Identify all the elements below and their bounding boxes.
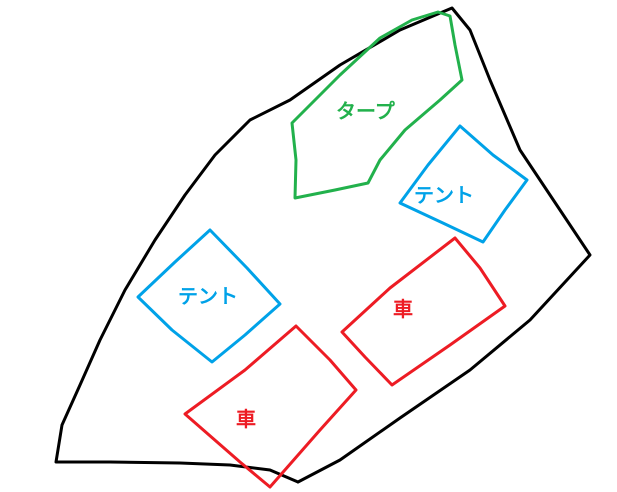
- car-lower-label: 車: [236, 407, 256, 431]
- tent-left-label: テント: [178, 284, 238, 308]
- car-upper-outline: [340, 236, 507, 387]
- car-lower-outline: [183, 324, 358, 489]
- tarp-area-outline: [290, 10, 464, 200]
- car-upper-label: 車: [393, 297, 413, 321]
- tent-left-outline: [136, 228, 282, 364]
- tent-upper-label: テント: [414, 183, 474, 207]
- tarp-label: タープ: [336, 99, 396, 123]
- tent-upper-outline: [398, 124, 529, 244]
- site-boundary-outline: [54, 6, 592, 484]
